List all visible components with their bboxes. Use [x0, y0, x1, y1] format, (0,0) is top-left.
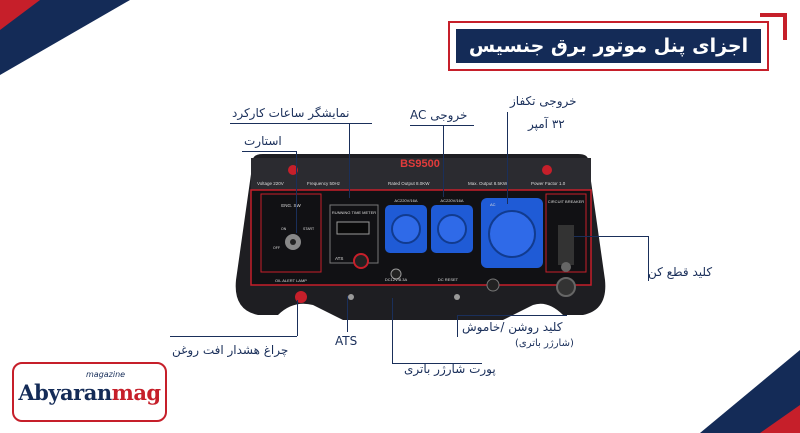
panel-ac-socket-2: AC220V/16A — [440, 198, 463, 203]
panel-running-time-meter: RUNNING TIME METER — [332, 210, 376, 215]
leader-oil-lamp — [170, 336, 297, 337]
panel-eng-sw: ENG. SW — [281, 203, 301, 208]
panel-circuit-breaker: CIRCUIT BREAKER — [548, 199, 584, 204]
label-battery-port: پورت شارژر باتری — [404, 362, 496, 376]
leader-on-off — [457, 315, 458, 337]
abyaranmag-logo[interactable]: magazine Abyaranmag — [12, 362, 167, 422]
generator-panel-image: BS9500 Voltage 220V Frequency 50Hz Rated… — [235, 154, 606, 320]
logo-small-text: magazine — [86, 370, 126, 379]
page-title: اجزای پنل موتور برق جنسیس — [456, 29, 761, 63]
panel-ats-text: ATS — [335, 256, 343, 261]
panel-model: BS9500 — [400, 158, 440, 170]
panel-frequency: Frequency 50Hz — [307, 181, 341, 186]
leader-single-output — [507, 112, 508, 204]
leader-breaker — [574, 236, 648, 237]
title-frame: اجزای پنل موتور برق جنسیس — [448, 21, 769, 71]
top-left-corner-decoration — [0, 0, 130, 75]
top-right-bracket-decoration — [760, 13, 787, 40]
leader-battery-port — [392, 298, 393, 363]
label-hour-meter: نمایشگر ساعات کارکرد — [232, 106, 350, 120]
label-start: استارت — [244, 134, 282, 148]
label-ats: ATS — [335, 334, 358, 348]
leader-hour-meter — [230, 123, 372, 124]
bottom-right-corner-decoration — [700, 350, 800, 433]
label-amp: ۳۲ آمپر — [528, 117, 565, 131]
panel-dc-reset: DC RESET — [438, 277, 459, 282]
panel-dc-text: DC12V/8.3A — [385, 277, 408, 282]
label-battery-charge-note: (شارژر باتری) — [515, 338, 574, 349]
panel-off-text: OFF — [273, 246, 280, 250]
panel-max-output: Max. Output 8.5KW — [468, 181, 508, 186]
leader-ac-output — [410, 125, 474, 126]
panel-on-text: ON — [281, 227, 287, 231]
panel-ac-socket-1: AC220V/16A — [394, 198, 417, 203]
label-on-off: کلید روشن /خاموش — [462, 320, 563, 334]
panel-power-factor: Power Factor 1.0 — [531, 181, 566, 186]
label-oil-lamp: چراغ هشدار افت روغن — [172, 343, 289, 357]
label-single-output: خروجی تکفاز — [510, 94, 577, 108]
panel-ac-socket-3: AC — [490, 202, 496, 207]
label-ac-output: خروجی AC — [410, 108, 468, 122]
panel-rated-output: Rated Output 8.0KW — [388, 181, 430, 186]
leader-start — [242, 151, 296, 152]
panel-oil-alert: OIL ALERT LAMP — [275, 278, 307, 283]
leader-ats — [347, 296, 348, 332]
panel-voltage: Voltage 220V — [257, 181, 284, 186]
label-breaker: کلید قطع کن — [648, 265, 713, 279]
logo-main-text: Abyaranmag — [18, 380, 161, 405]
panel-start-text: START — [303, 227, 315, 231]
